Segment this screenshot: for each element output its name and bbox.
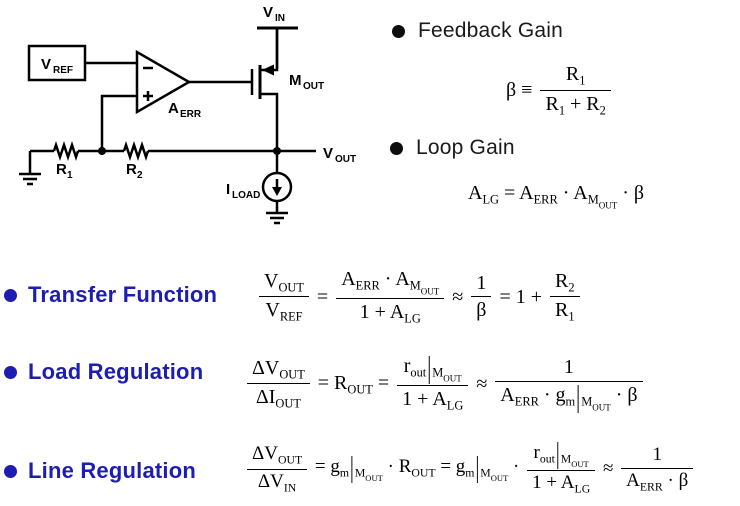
iload-label: I (226, 181, 230, 198)
vref-label-sub: REF (53, 65, 73, 76)
resistor-r1 (52, 141, 80, 161)
aerr-label: A (168, 100, 179, 117)
line-regulation-header: Line Regulation (4, 458, 196, 484)
aerr-label-sub: ERR (180, 109, 202, 120)
vout-label: V (323, 145, 333, 162)
resistor-divider (30, 141, 316, 161)
loop-gain-header: Loop Gain (390, 136, 515, 160)
pmos-transistor (250, 28, 279, 151)
loop-gain-label: Loop Gain (416, 136, 515, 159)
ground-right-icon (266, 211, 288, 225)
load-regulation-label: Load Regulation (28, 359, 204, 384)
resistor-r2 (122, 141, 150, 161)
feedback-gain-label: Feedback Gain (418, 19, 564, 42)
transfer-function-header: Transfer Function (4, 282, 217, 308)
iload-label-sub: LOAD (232, 190, 260, 201)
feedback-wire (100, 94, 137, 151)
transfer-function-label: Transfer Function (28, 282, 218, 307)
r2-label: R (126, 161, 137, 178)
vin-label: V (263, 4, 273, 21)
feedback-node-dot (98, 147, 106, 155)
pmos-arrow-icon (262, 64, 274, 76)
iload-arrow-icon (272, 187, 282, 196)
r1-label-sub: 1 (67, 170, 73, 181)
bullet-icon (4, 288, 17, 302)
opamp-error-amplifier (135, 49, 192, 115)
load-regulation-header: Load Regulation (4, 359, 203, 385)
vout-label-sub: OUT (335, 154, 356, 165)
r1-label: R (56, 161, 67, 178)
ground-left-icon (19, 151, 41, 186)
bullet-icon (4, 365, 17, 379)
line-regulation-label: Line Regulation (28, 458, 196, 483)
vin-label-sub: IN (275, 13, 285, 24)
bullet-icon (392, 24, 405, 38)
ldo-circuit-diagram: V IN V REF A ERR M OUT (19, 4, 356, 225)
iload-current-source (261, 151, 293, 213)
vref-label: V (41, 56, 51, 73)
r2-label-sub: 2 (137, 170, 143, 181)
mout-label: M (289, 72, 302, 89)
feedback-gain-header: Feedback Gain (392, 19, 563, 43)
loop-gain-formula: ALG = AERR · AMOUT · β (468, 182, 645, 211)
mout-label-sub: OUT (303, 81, 324, 92)
bullet-icon (390, 141, 403, 155)
bullet-icon (4, 464, 17, 478)
